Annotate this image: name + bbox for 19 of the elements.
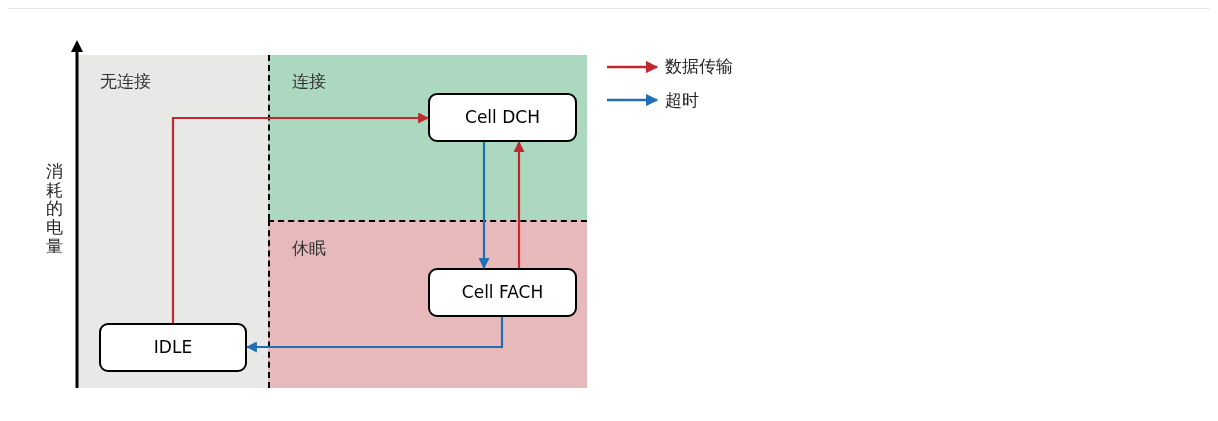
- state-label: Cell FACH: [461, 280, 544, 304]
- state-box: [99, 323, 247, 372]
- region-label: 休眠: [292, 237, 326, 260]
- state-label: IDLE: [153, 335, 193, 359]
- arrow: [171, 112, 430, 323]
- legend-label: 超时: [665, 88, 699, 112]
- region-band: [268, 55, 587, 220]
- state-label: Cell DCH: [465, 105, 540, 129]
- axis-label: 消耗的电量: [46, 162, 63, 256]
- legend-label: 数据传输: [665, 55, 733, 78]
- state-box: [428, 268, 577, 317]
- region-band: [268, 220, 587, 388]
- arrow: [245, 317, 504, 353]
- region-label: 连接: [292, 70, 326, 93]
- arrow: [478, 142, 490, 270]
- state-box: [428, 93, 577, 142]
- region-label: 无连接: [100, 70, 151, 93]
- region-band: [78, 55, 268, 388]
- arrow: [513, 140, 525, 268]
